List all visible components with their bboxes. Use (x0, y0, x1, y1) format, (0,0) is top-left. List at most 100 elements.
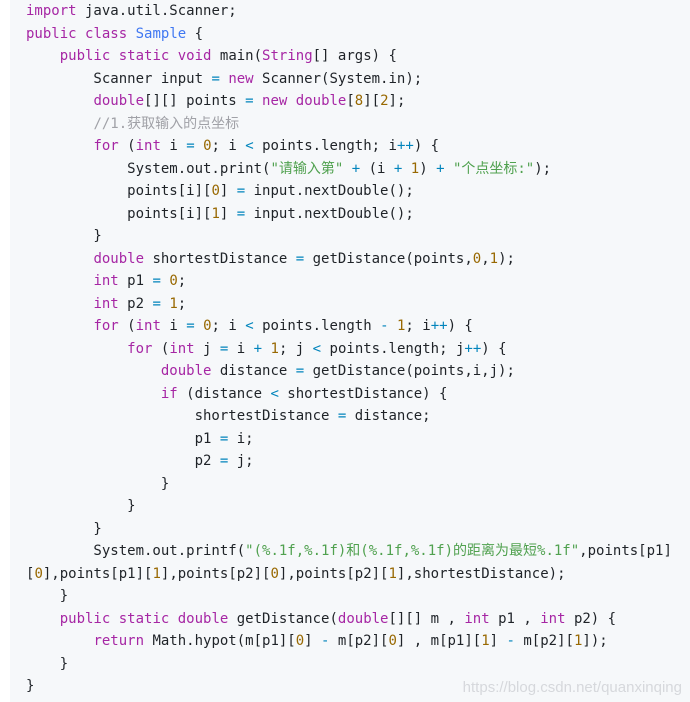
code-token: + (351, 160, 361, 177)
code-token (343, 161, 351, 177)
code-token: double (93, 250, 145, 267)
code-token: ( (118, 318, 136, 334)
code-token: ++ (396, 138, 414, 154)
code-token: = (152, 273, 161, 289)
code-token (262, 341, 270, 357)
code-token: j (194, 340, 220, 357)
code-token: = (236, 183, 246, 199)
code-token: < (245, 318, 254, 334)
code-token: public (59, 610, 111, 627)
code-token: [ (346, 93, 355, 109)
code-token: = (211, 70, 220, 87)
code-token: ,points[p1] (579, 543, 672, 559)
code-token: System.out.print( (26, 160, 271, 177)
code-token: 0 (270, 565, 279, 582)
code-token: (distance (177, 385, 271, 402)
code-token: "(%.1f,%.1f)和(%.1f,%.1f)的距离为最短%.1f" (245, 543, 580, 559)
code-line: public static double getDistance(double[… (26, 608, 672, 631)
code-token: 1 (211, 205, 220, 222)
code-token: points[i][ (26, 205, 212, 222)
code-token: System.out.printf( (26, 543, 246, 559)
code-token: } (26, 655, 69, 672)
code-token: ); (498, 250, 515, 267)
code-line: //1.获取输入的点坐标 (26, 113, 672, 136)
code-token: ],points[p1][ (42, 565, 153, 582)
code-line: double distance = getDistance(points,i,j… (26, 360, 672, 383)
code-token: int (93, 295, 119, 312)
code-token: = (295, 250, 305, 267)
code-token: for (127, 340, 153, 357)
code-token: i; (228, 430, 254, 447)
code-token: ) (419, 160, 437, 177)
code-token: ; (177, 295, 187, 312)
code-token (26, 296, 93, 312)
code-token: input.nextDouble(); (245, 205, 414, 222)
code-token: distance (211, 363, 296, 379)
code-token: new (228, 70, 254, 87)
code-token: } (26, 588, 69, 604)
code-token: public (26, 25, 77, 42)
code-token: 0 (203, 138, 212, 154)
code-line: int p1 = 0; (26, 270, 672, 293)
code-line: public class Sample { (26, 23, 672, 46)
code-token: int (135, 318, 161, 334)
code-token: 0 (211, 183, 220, 199)
code-token: points.length (253, 318, 381, 334)
code-token: ]); (582, 633, 608, 649)
code-token: ][ (363, 93, 381, 109)
code-token: double (160, 363, 212, 379)
code-line: double[][] points = new double[8][2]; (26, 90, 672, 113)
code-token: getDistance(points,i,j); (304, 363, 515, 379)
code-token: shortestDistance) { (278, 385, 448, 402)
code-token: ; i (405, 318, 431, 334)
code-token: ); (534, 160, 552, 177)
code-token: = (236, 205, 246, 222)
code-line: p2 = j; (26, 450, 672, 473)
code-token: i (160, 318, 187, 334)
code-token: 0 (472, 250, 482, 267)
code-token: (i (360, 160, 394, 177)
code-token: p1 (26, 430, 220, 447)
code-token (389, 318, 397, 334)
code-token: = (186, 138, 195, 154)
code-token: 1 (573, 633, 583, 649)
code-token: i (228, 340, 254, 357)
code-line: public static void main(String[] args) { (26, 45, 672, 68)
code-token (169, 611, 177, 627)
code-token: 1 (152, 565, 161, 582)
code-token: 0 (295, 633, 305, 649)
code-token (26, 318, 93, 334)
code-line: } (26, 585, 672, 608)
code-token: double (93, 93, 145, 109)
code-line: System.out.printf("(%.1f,%.1f)和(%.1f,%.1… (26, 540, 672, 563)
code-token: 8 (354, 93, 364, 109)
code-token (445, 161, 453, 177)
code-token: 2 (380, 93, 389, 109)
code-token (26, 251, 93, 267)
code-token (110, 611, 118, 627)
code-token: int (93, 273, 119, 289)
code-token: java.util.Scanner; (76, 3, 237, 19)
code-line: [0],points[p1][1],points[p2][0],points[p… (26, 563, 672, 586)
code-token: double (295, 93, 347, 109)
code-token: + (436, 160, 445, 177)
code-token: [][] points (144, 93, 246, 109)
code-token: ]; (388, 93, 406, 109)
code-token: ],points[p2][ (278, 565, 389, 582)
code-token (195, 138, 203, 154)
code-token: new (262, 93, 288, 109)
code-token: 0 (34, 565, 43, 582)
code-token: if (160, 385, 178, 402)
code-token (127, 26, 135, 42)
code-token: = (295, 363, 305, 379)
code-token: = (186, 318, 195, 334)
code-token: public (59, 48, 111, 64)
code-token: points.length; j (321, 340, 465, 357)
code-line: System.out.print("请输入第" + (i + 1) + "个点坐… (26, 158, 672, 181)
code-token: m[p2][ (329, 633, 389, 649)
code-line: for (int j = i + 1; j < points.length; j… (26, 338, 672, 361)
code-token: p2 (118, 295, 153, 312)
code-token: ] (219, 183, 237, 199)
code-token (26, 633, 93, 649)
code-token: "请输入第" (270, 160, 344, 177)
